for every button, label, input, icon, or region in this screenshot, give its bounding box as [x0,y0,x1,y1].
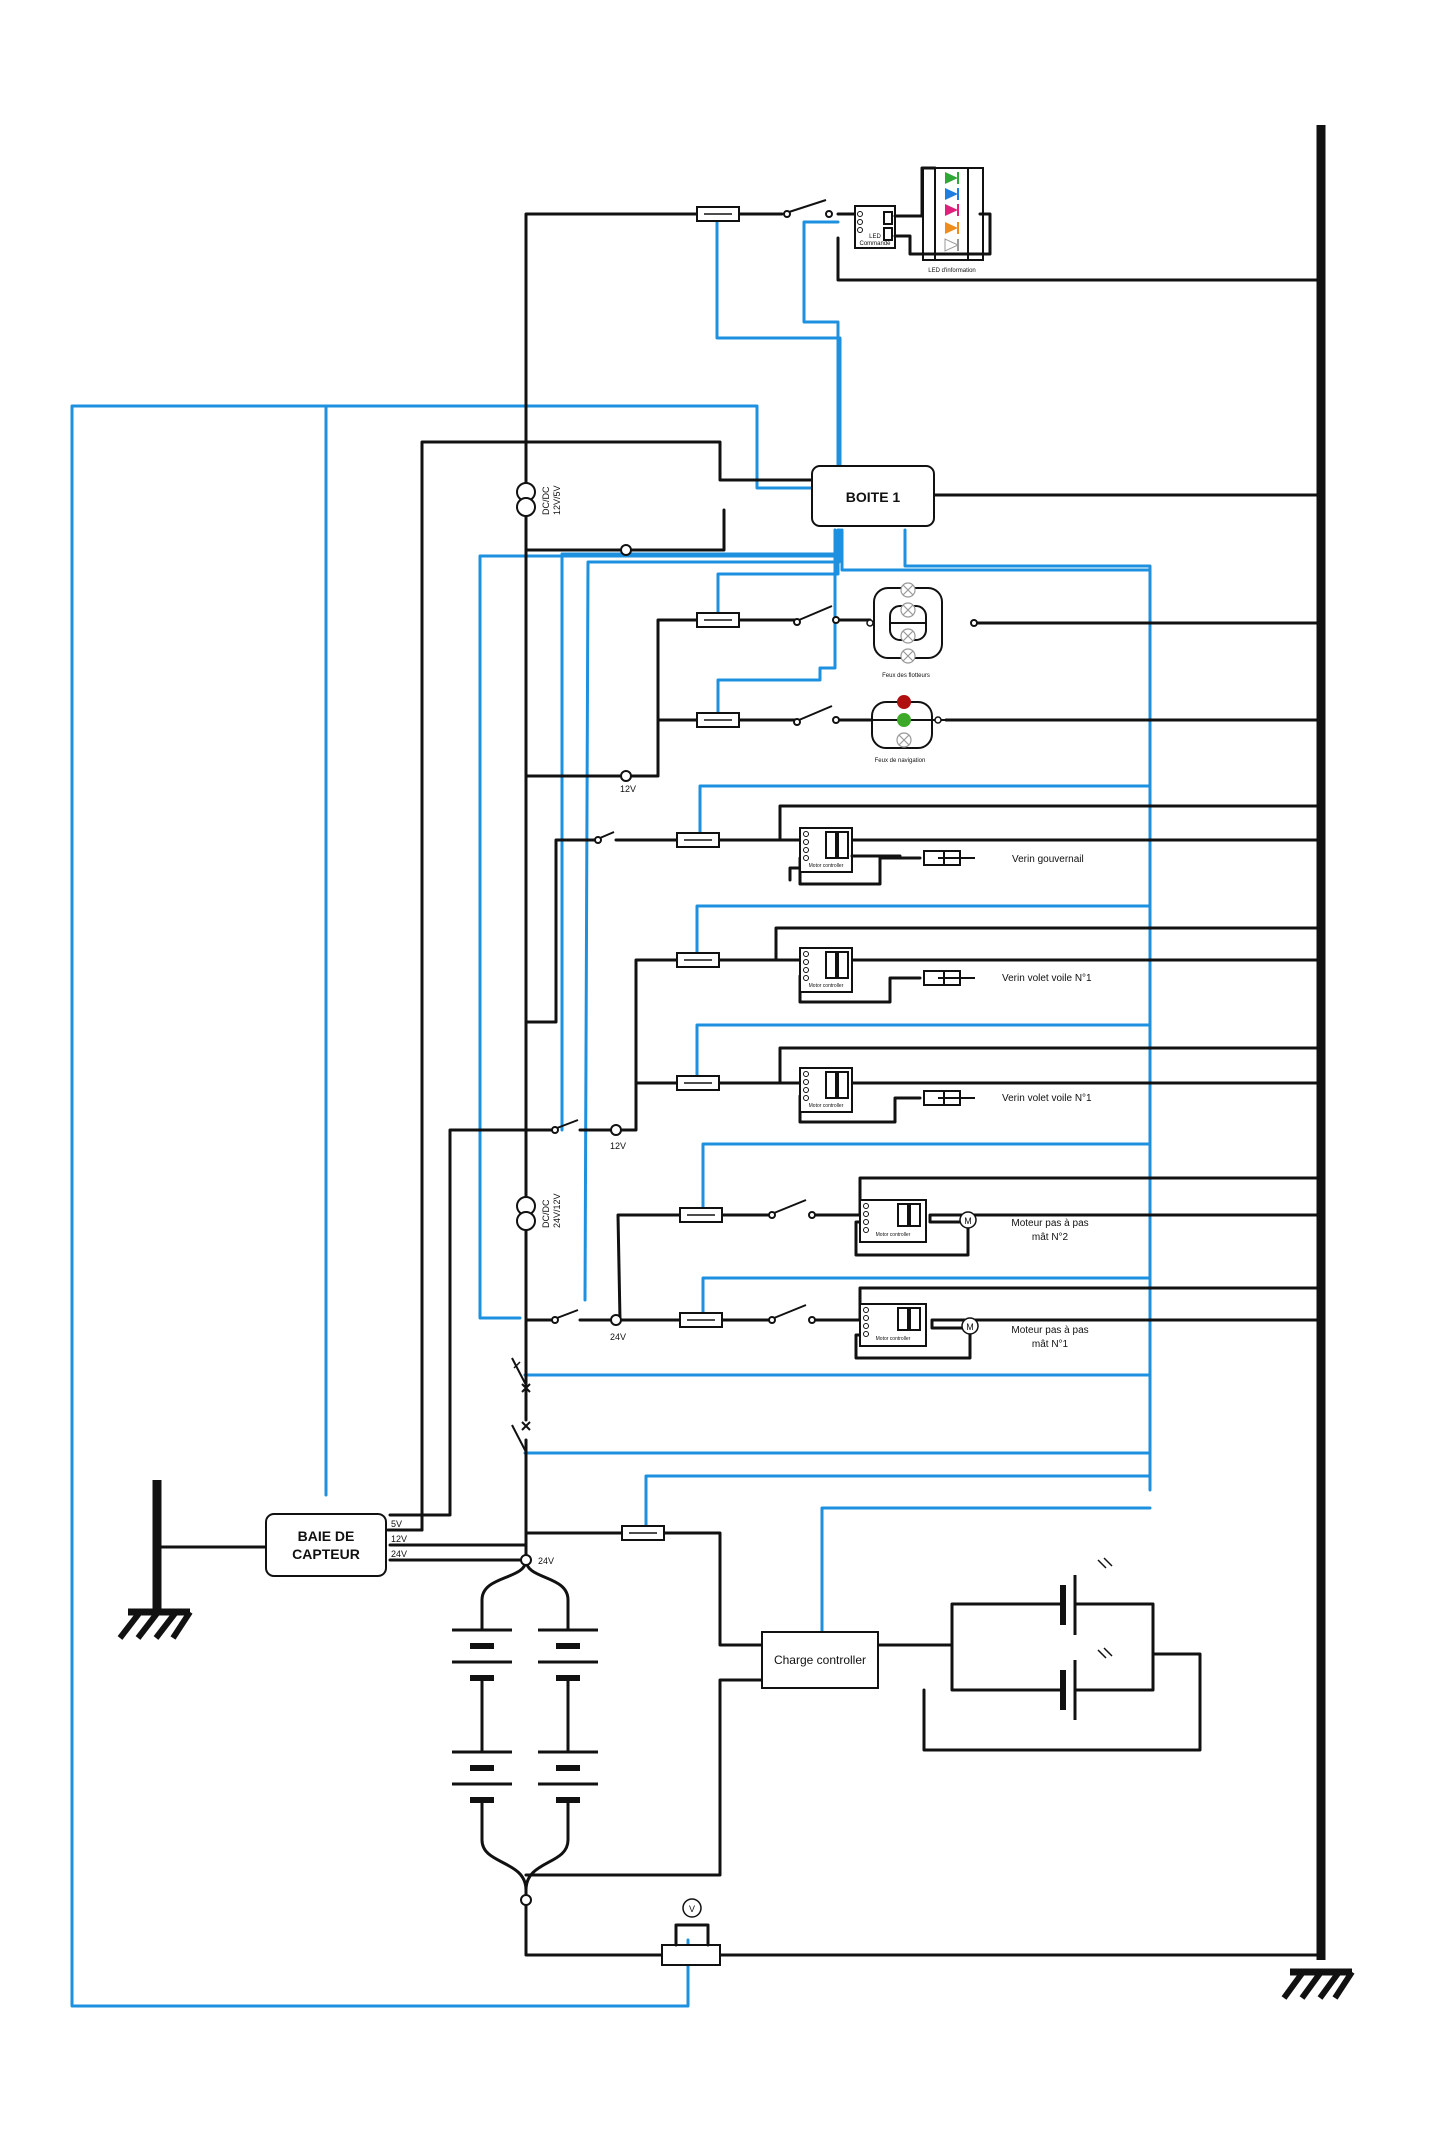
verin-voile-2-label: Verin volet voile N°1 [1002,1093,1092,1104]
fuse-led [696,206,740,222]
dcdc-converter-top: DC/DC 12V/5V [516,482,562,517]
fuse-moteur-2 [679,1207,723,1223]
label-24v-baie: 24V [391,1549,407,1559]
switch-navigation [793,705,840,726]
fuse-flotteurs [696,612,740,628]
solar-panel-top [1060,1557,1113,1635]
verin-voile-2-group: Motor controller Verin volet voile N°1 [778,1046,1319,1124]
led-orange-icon [945,222,959,234]
led-gray-icon [944,238,960,252]
led-green-icon [945,172,959,184]
led-commande-label-1: LED [869,234,881,240]
motor-2-icon [959,1211,977,1229]
moteur-1-label-2: mât N°1 [1032,1339,1069,1350]
flotteurs-label: Feux des flotteurs [882,673,930,679]
motor-controller-label-1: Motor controller [809,863,844,869]
led-info-label: LED d'information [928,268,976,274]
led-blue-icon [945,188,959,200]
led-information-panel: LED d'information [922,167,984,274]
label-12v-lower: 12V [610,1141,626,1151]
power-wires [386,212,1319,1957]
battery-left-top [452,1628,512,1752]
fuse-voile-1 [676,952,720,968]
label-12v-top: 12V [620,784,636,794]
boite-label: BOITE 1 [846,489,901,505]
voltmeter-shunt: V [661,1898,721,1966]
switches [551,199,840,1324]
charge-label: Charge controller [774,1653,866,1667]
verin-voile-1-label: Verin volet voile N°1 [1002,973,1092,984]
label-24v-battery: 24V [538,1556,554,1566]
motor-controller-label-5: Motor controller [876,1336,911,1342]
dcdc-bottom-line2: 24V/12V [552,1193,562,1228]
motor-1-icon [961,1317,979,1335]
signal-wires [70,210,1152,2008]
label-12v-baie: 12V [391,1534,407,1544]
verin-gouvernail-group: Motor controller Verin gouvernail [778,804,1319,886]
fuses [621,206,740,1541]
fuse-gouvernail [676,832,720,848]
switch-12v-lower [551,1119,579,1134]
mast-ground [117,1480,268,1640]
voltmeter-icon [682,1898,702,1918]
switch-led [783,199,833,218]
moteur-2-label-2: mât N°2 [1032,1232,1069,1243]
battery-left-bottom [452,1750,512,1803]
feux-flotteurs: Feux des flotteurs [866,582,943,679]
baie-de-capteur: BAIE DE CAPTEUR 5V 12V 24V [265,1513,407,1577]
battery-right-top [538,1628,598,1752]
baie-label-2: CAPTEUR [292,1546,360,1562]
moteur-mat-2-group: Motor controller M Moteur pas à pas mât … [854,1176,1319,1257]
dcdc-converter-bottom: DC/DC 24V/12V [516,1193,562,1231]
switch-24v [551,1309,579,1324]
motor-controller-label-3: Motor controller [809,1103,844,1109]
led-commande-label-2: Commande [859,241,891,247]
feux-navigation: Feux de navigation [871,695,946,764]
dcdc-bottom-line1: DC/DC [541,1199,551,1228]
nodes [520,544,978,1906]
motor-controller-label-4: Motor controller [876,1232,911,1238]
switch-moteur-2 [768,1199,816,1219]
switch-gouvernail [594,831,615,844]
charge-controller: Charge controller [761,1631,879,1689]
moteur-mat-1-group: Motor controller M Moteur pas à pas mât … [854,1286,1319,1360]
fuse-charge [621,1525,665,1541]
verin-gouvernail-label: Verin gouvernail [1012,854,1084,865]
motor-1-symbol: M [966,1322,974,1332]
label-24v-bus: 24V [610,1332,626,1342]
svg-text:V: V [689,1904,695,1914]
battery-right-bottom [538,1750,598,1803]
fuse-navigation [696,712,740,728]
led-magenta-icon [945,204,959,216]
boite-1: BOITE 1 [811,465,935,527]
navigation-label: Feux de navigation [875,758,926,764]
motor-controller-label-2: Motor controller [809,983,844,989]
switch-moteur-1 [768,1304,816,1324]
solar-panel-bottom [1060,1647,1113,1720]
baie-label-1: BAIE DE [298,1528,355,1544]
ground-bus [1281,125,1355,2000]
fuse-voile-2 [676,1075,720,1091]
moteur-1-label-1: Moteur pas à pas [1011,1325,1088,1336]
dcdc-top-line2: 12V/5V [552,485,562,515]
motor-2-symbol: M [964,1216,972,1226]
verin-voile-1-group: Motor controller Verin volet voile N°1 [774,926,1319,1004]
moteur-2-label-1: Moteur pas à pas [1011,1218,1088,1229]
main-breaker-icon [511,1357,531,1470]
label-5v: 5V [391,1519,402,1529]
fuse-moteur-1 [679,1312,723,1328]
switch-flotteurs [793,605,840,626]
battery-bank [452,1628,598,1803]
dcdc-top-line1: DC/DC [541,486,551,515]
